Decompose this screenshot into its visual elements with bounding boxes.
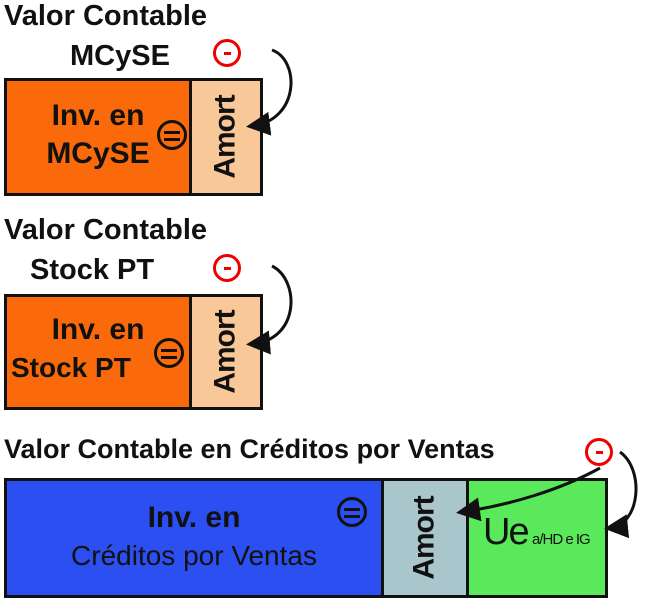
- investment-label-line2: Créditos por Ventas: [71, 540, 317, 571]
- arrow-4: [604, 450, 638, 539]
- equals-icon: [154, 338, 184, 368]
- ue-label: Ue: [483, 511, 530, 553]
- equals-icon: [157, 120, 187, 150]
- amort-box: Amort: [381, 478, 469, 598]
- investment-label-line2: Stock PT: [11, 352, 131, 383]
- minus-icon: [213, 254, 241, 282]
- investment-label-line1: Inv. en: [51, 313, 145, 346]
- section1-title-line2: MCySE: [70, 40, 170, 72]
- ue-box: Ue a/HD e IG: [466, 478, 608, 598]
- equals-icon: [337, 497, 367, 527]
- ue-sublabel: a/HD e IG: [532, 531, 591, 548]
- arrow-1: [246, 48, 293, 136]
- investment-box-creditos: Inv. en Créditos por Ventas: [4, 478, 384, 598]
- arrow-3: [456, 466, 601, 522]
- section3-title: Valor Contable en Créditos por Ventas: [4, 434, 495, 464]
- investment-label-line1: Inv. en: [51, 99, 145, 132]
- arrow-2: [246, 264, 293, 355]
- amort-box: Amort: [189, 78, 263, 196]
- section2-title-line2: Stock PT: [30, 254, 155, 286]
- investment-label-line2: MCySE: [46, 137, 150, 170]
- investment-label-line1: Inv. en: [147, 501, 241, 534]
- minus-icon: [585, 438, 613, 466]
- section1-title-line1: Valor Contable: [4, 0, 208, 32]
- investment-box-stock: Inv. en Stock PT: [4, 294, 192, 410]
- minus-icon: [213, 39, 241, 67]
- section2-title-line1: Valor Contable: [4, 214, 208, 246]
